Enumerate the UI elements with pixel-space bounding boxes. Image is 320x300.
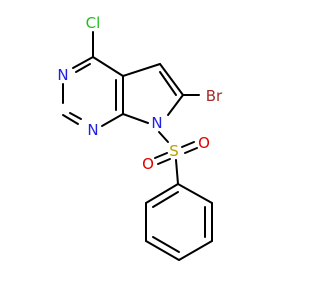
- bond-c4a-c4: [92, 56, 124, 77]
- bond-n7-s: [158, 131, 169, 143]
- nitrogen-label-ring: N: [151, 114, 162, 132]
- bond-c2-n1-double: [69, 112, 82, 120]
- bond-c5-c6: [159, 63, 184, 96]
- chlorine-label: Cl: [86, 14, 101, 32]
- bond-s-o-left: [154, 152, 168, 159]
- bond-s-o-right: [181, 141, 195, 148]
- molecule-structure: Cl N N N Br S O O: [57, 14, 223, 261]
- bond-s-o-right-double: [184, 147, 198, 154]
- oxygen-label-right: O: [198, 134, 210, 152]
- bond-n1-c7a: [101, 113, 124, 127]
- bonds: [62, 31, 213, 261]
- bond-c2-n1: [62, 114, 79, 125]
- bond-s-o-left-double: [157, 158, 171, 165]
- bond-ph-4-5-double: [152, 236, 180, 253]
- atom-labels: Cl N N N Br S O O: [57, 14, 223, 173]
- bond-ph-1-2: [177, 183, 213, 204]
- nitrogen-label-bottom: N: [87, 121, 98, 139]
- bond-c4-n3: [72, 56, 94, 69]
- bond-ph-6-1: [145, 183, 179, 204]
- oxygen-label-left: O: [142, 155, 154, 173]
- bond-ph-3-4: [178, 240, 213, 261]
- sulfur-label: S: [169, 142, 179, 160]
- bond-ph-6-1-double: [152, 191, 179, 208]
- bond-ph-4-5: [145, 240, 180, 261]
- bond-c6-n7: [167, 94, 184, 116]
- bond-s-cipso: [175, 159, 179, 185]
- nitrogen-label-top: N: [57, 66, 68, 84]
- bond-n7-c7a: [122, 113, 149, 124]
- bond-c5-c6-double: [159, 71, 177, 96]
- bond-c4-n3-double: [75, 63, 91, 73]
- bond-c4a-c5: [122, 63, 161, 77]
- bromine-label: Br: [206, 87, 223, 105]
